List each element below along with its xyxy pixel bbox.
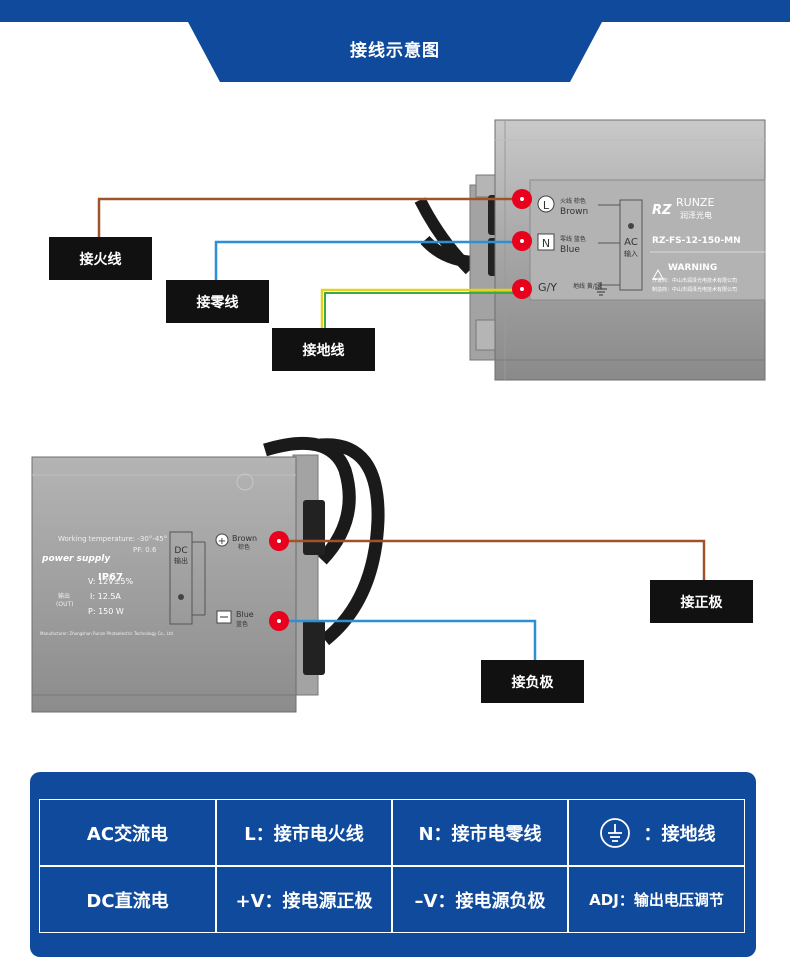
label-neutral: 接零线: [166, 280, 269, 323]
pf-value: PF: 0.6: [133, 546, 157, 554]
terminal-n-en: Blue: [560, 245, 580, 255]
brand-name: RUNZE: [676, 196, 714, 209]
legend-plus-v: +V：接电源正极: [216, 866, 392, 933]
legend-ground-cell: ：接地线: [568, 799, 745, 866]
terminal-g-code: G/Y: [538, 281, 557, 294]
ac-label: AC: [624, 237, 638, 248]
wiring-diagram: L 火线 棕色 Brown N 零线 蓝色 Blue G/Y 地线 黄/绿 AC…: [31, 119, 766, 713]
terminal-l-code: L: [543, 199, 550, 212]
plus-symbol: +: [218, 536, 226, 547]
terminal-l-en: Brown: [560, 207, 588, 217]
label-live: 接火线: [49, 237, 152, 280]
header-banner: [0, 0, 790, 82]
model-number: RZ-FS-12-150-MN: [652, 236, 741, 246]
legend-ac: AC交流电: [39, 799, 216, 866]
voltage-spec: V: 12V±5%: [88, 577, 134, 586]
legend-ground: ：接地线: [643, 823, 716, 845]
top-wires: [97, 197, 522, 330]
terminal-n-cn: 零线 蓝色: [560, 235, 586, 243]
legend-n: N：接市电零线: [392, 799, 568, 866]
negative-wire: [279, 619, 537, 660]
ground-wire-yellow: [320, 288, 522, 330]
brand-name-cn: 润泽光电: [680, 210, 712, 220]
label-ground: 接地线: [272, 328, 375, 371]
maker-line: 制造商：中山市润泽光电技术有限公司: [652, 286, 737, 293]
developer-line: 开发商：中山市润泽光电技术有限公司: [652, 277, 737, 284]
minus-term-cn: 蓝色: [236, 620, 248, 628]
terminal-l-cn: 火线 棕色: [560, 197, 586, 205]
positive-wire: [279, 539, 706, 580]
brand-logo: RZ: [652, 203, 672, 218]
label-negative: 接负极: [481, 660, 584, 703]
terminal-g-cn: 地线 黄/绿: [573, 282, 601, 290]
neutral-wire: [214, 240, 522, 286]
warning-triangle-icon: [652, 268, 664, 280]
warning-label: WARNING: [668, 263, 717, 273]
legend-l: L：接市电火线: [216, 799, 392, 866]
live-wire: [97, 197, 522, 243]
page-title: 接线示意图: [350, 41, 440, 61]
legend-adj: ADJ：输出电压调节: [568, 866, 745, 933]
dc-label: DC: [174, 546, 187, 556]
minus-term-en: Blue: [236, 610, 254, 619]
ground-symbol-icon: [595, 282, 607, 296]
terminal-n-code: N: [542, 237, 550, 250]
plus-term-en: Brown: [232, 534, 257, 543]
legend-panel: AC交流电 L：接市电火线 N：接市电零线 ：接地线 DC直流电 +V：接电源正…: [30, 772, 756, 957]
ground-wire-green: [324, 292, 522, 330]
current-spec: I: 12.5A: [90, 592, 121, 601]
legend-dc: DC直流电: [39, 866, 216, 933]
label-positive: 接正极: [650, 580, 753, 623]
power-spec: P: 150 W: [88, 607, 124, 616]
ac-sub-label: 输入: [624, 249, 638, 258]
legend-minus-v: –V：接电源负极: [392, 866, 568, 933]
plus-term-cn: 棕色: [238, 543, 250, 551]
top-power-supply: L 火线 棕色 Brown N 零线 蓝色 Blue G/Y 地线 黄/绿 AC…: [414, 119, 766, 381]
working-temp: Working temperature: -30°-45°: [58, 535, 167, 543]
maker-en: Manufacturer: Zhongshan Runze Photoelect…: [40, 631, 173, 636]
output-en: (OUT): [56, 601, 73, 608]
ground-circle-icon: [599, 817, 630, 848]
dc-sub-label: 输出: [174, 556, 188, 565]
ip-rating: IP67: [98, 572, 123, 583]
supply-label: power supply: [41, 554, 111, 564]
output-cn: 输出: [58, 592, 70, 600]
bottom-power-supply: Working temperature: -30°-45° PF: 0.6 po…: [31, 436, 385, 713]
